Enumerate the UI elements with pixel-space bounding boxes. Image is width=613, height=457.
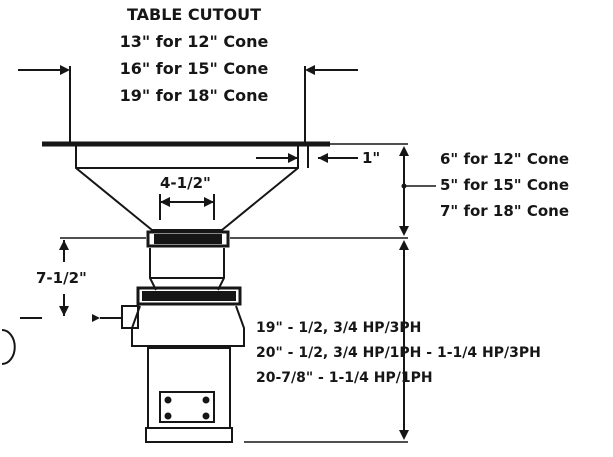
cutout-line-1: 13" for 12" Cone bbox=[119, 32, 269, 51]
motor-bell bbox=[131, 305, 245, 347]
motor-band-fill bbox=[142, 291, 236, 301]
cutout-line-2: 16" for 15" Cone bbox=[119, 59, 269, 78]
motor-band bbox=[136, 286, 242, 306]
cone-depth-line-1: 6" for 12" Cone bbox=[440, 150, 570, 168]
throat-dimension-label: 4-1/2" bbox=[160, 174, 211, 192]
flange-left-arrowhead bbox=[288, 153, 298, 163]
overall-height-line-3: 20-7/8" - 1-1/4 HP/1PH bbox=[256, 370, 433, 386]
cone-depth-dot bbox=[401, 183, 407, 189]
cone-depth-line-3: 7" for 18" Cone bbox=[440, 202, 570, 220]
cutout-left-arrowhead bbox=[60, 65, 70, 75]
cone-depth-top-arrowhead bbox=[399, 146, 409, 156]
throat-right-arrowhead bbox=[204, 197, 214, 207]
overall-bottom-arrowhead bbox=[399, 430, 409, 440]
screw-tr bbox=[202, 396, 210, 404]
inlet-arrowhead bbox=[92, 314, 100, 322]
overall-height-line-2: 20" - 1/2, 3/4 HP/1PH - 1-1/4 HP/3PH bbox=[256, 345, 541, 361]
screw-tl bbox=[164, 396, 172, 404]
cone-outline bbox=[75, 146, 299, 231]
junction-box bbox=[159, 391, 215, 423]
side-curve bbox=[1, 329, 16, 365]
cutout-line-3: 19" for 18" Cone bbox=[119, 86, 269, 105]
screw-br bbox=[202, 412, 210, 420]
mount-dimension-label: 7-1/2" bbox=[36, 269, 87, 287]
upper-body bbox=[149, 248, 225, 291]
mount-top-arrowhead bbox=[59, 240, 69, 250]
cone-depth-bottom-arrowhead bbox=[399, 226, 409, 236]
throat-left-arrowhead bbox=[160, 197, 170, 207]
screw-bl bbox=[164, 412, 172, 420]
mount-collar bbox=[146, 230, 230, 248]
collar-band bbox=[154, 234, 222, 244]
cutout-right-arrowhead bbox=[305, 65, 315, 75]
overall-top-arrowhead bbox=[399, 240, 409, 250]
overall-height-line-1: 19" - 1/2, 3/4 HP/3PH bbox=[256, 320, 422, 336]
flange-dimension-label: 1" bbox=[362, 149, 381, 167]
cone-depth-line-2: 5" for 15" Cone bbox=[440, 176, 570, 194]
flange-right-arrowhead bbox=[318, 153, 328, 163]
mount-bottom-arrowhead bbox=[59, 306, 69, 316]
motor-base bbox=[145, 427, 233, 443]
table-cutout-title: TABLE CUTOUT bbox=[126, 5, 262, 24]
